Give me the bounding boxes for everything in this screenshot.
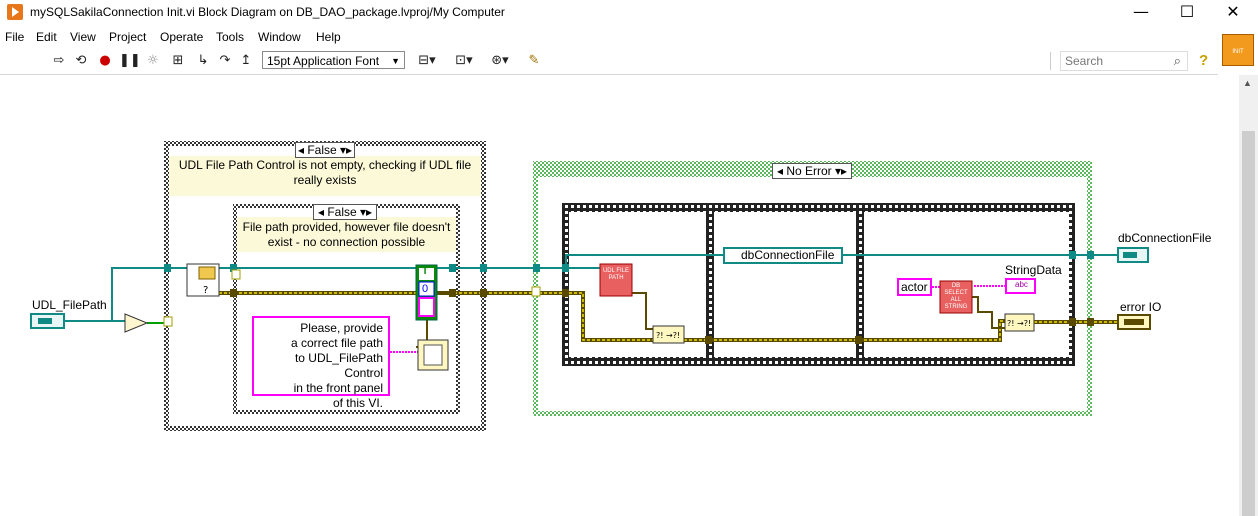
db-select-subvi[interactable] xyxy=(939,280,973,314)
select-function-2[interactable]: ?! →?! xyxy=(1004,313,1035,332)
vi-icon[interactable]: INIT xyxy=(1222,34,1254,66)
inner-case-comment: File path provided, however file doesn't… xyxy=(242,220,451,249)
string-indicator[interactable] xyxy=(1005,278,1036,294)
error-tunnels xyxy=(230,289,1094,344)
svg-text:?: ? xyxy=(203,285,208,296)
error-case-selector-value: No Error xyxy=(786,164,832,178)
abort-icon[interactable]: ● xyxy=(99,53,111,68)
outer-case-selector-value: False xyxy=(307,143,337,157)
menu-operate[interactable]: Operate xyxy=(160,30,204,44)
help-icon[interactable]: ? xyxy=(1199,52,1209,69)
error-message-line: of this VI. xyxy=(332,396,383,410)
udl-filepath-label: UDL_FilePath xyxy=(32,298,107,312)
vertical-scrollbar[interactable]: ▲ xyxy=(1239,75,1258,516)
db-connection-file-constant[interactable]: dbConnectionFile xyxy=(723,247,843,264)
udl-file-path-subvi[interactable] xyxy=(599,263,633,297)
close-button[interactable]: ✕ xyxy=(1226,2,1240,21)
db-connection-file-label: dbConnectionFile xyxy=(1118,231,1212,245)
maximize-button[interactable]: ☐ xyxy=(1179,2,1195,21)
string-indicator-value: abc xyxy=(1015,280,1028,289)
inner-case-selector-value: False xyxy=(327,205,357,219)
inner-case-selector[interactable]: ◂ False ▾▸ xyxy=(313,204,377,220)
step-into-icon[interactable]: ↳ xyxy=(197,53,209,68)
vi-icon-label: INIT xyxy=(1232,49,1244,55)
menu-bar: File Edit View Project Operate Tools Win… xyxy=(0,26,1218,48)
retain-wire-values-icon[interactable]: ⊞ xyxy=(172,53,184,68)
search-icon: ⌕ xyxy=(1173,53,1181,68)
error-io-label: error IO xyxy=(1120,300,1162,314)
udl-path-control[interactable] xyxy=(30,313,65,329)
actor-string-constant[interactable]: actor xyxy=(897,278,932,296)
db-select-subvi-label: DB SELECT ALL STRING xyxy=(944,283,968,310)
select-function-1[interactable]: ?! →?! xyxy=(652,325,685,344)
labview-vi-icon xyxy=(7,4,23,20)
distribute-objects-icon[interactable]: ⊡▾ xyxy=(455,53,473,68)
error-message-constant[interactable]: Please, provide a correct file path to U… xyxy=(252,316,390,410)
menu-file[interactable]: File xyxy=(5,30,25,44)
menu-project[interactable]: Project xyxy=(109,30,147,44)
menu-edit[interactable]: Edit xyxy=(36,30,57,44)
chevron-down-icon: ▼ xyxy=(391,56,400,66)
search-input[interactable]: Search ⌕ xyxy=(1060,51,1188,71)
step-out-icon[interactable]: ↥ xyxy=(240,53,252,68)
title-bar: mySQLSakilaConnection Init.vi Block Diag… xyxy=(0,0,1258,26)
udl-file-path-subvi-label: UDL FILE PATH xyxy=(602,268,630,281)
bool-constant-value: T xyxy=(422,266,429,277)
menu-window[interactable]: Window xyxy=(258,30,301,44)
file-exists-function[interactable]: ? xyxy=(186,263,220,297)
highlight-execution-icon[interactable]: ☼ xyxy=(147,53,159,68)
minimize-button[interactable]: — xyxy=(1133,2,1149,21)
scroll-thumb[interactable] xyxy=(1242,131,1255,516)
clean-up-diagram-icon[interactable]: ✎ xyxy=(528,53,540,68)
error-case-selector[interactable]: ◂ No Error ▾▸ xyxy=(772,163,852,179)
error-message-line: to UDL_FilePath Control xyxy=(294,351,383,380)
not-empty-path-function[interactable] xyxy=(124,313,149,333)
scroll-up-icon[interactable]: ▲ xyxy=(1243,78,1252,88)
db-connection-file-indicator[interactable] xyxy=(1117,247,1149,263)
step-over-icon[interactable]: ↷ xyxy=(219,53,231,68)
svg-text:?! →?!: ?! →?! xyxy=(656,331,680,340)
menu-help[interactable]: Help xyxy=(316,30,341,44)
outer-case-comment: UDL File Path Control is not empty, chec… xyxy=(178,158,472,187)
run-arrow-icon[interactable]: ⇨ xyxy=(53,53,65,68)
bool-constant[interactable] xyxy=(415,264,438,321)
outer-case-selector[interactable]: ◂ False ▾▸ xyxy=(295,142,355,158)
font-select-value: 15pt Application Font xyxy=(267,54,380,68)
selector-terminals xyxy=(163,269,541,327)
error-message-line: Please, provide xyxy=(300,321,383,335)
menu-view[interactable]: View xyxy=(70,30,96,44)
toolbar-separator xyxy=(1050,52,1051,70)
reorder-icon[interactable]: ⊛▾ xyxy=(491,53,509,68)
menu-tools[interactable]: Tools xyxy=(216,30,245,44)
error-io-indicator[interactable] xyxy=(1117,314,1151,330)
svg-text:?! →?!: ?! →?! xyxy=(1007,319,1031,328)
window-title: mySQLSakilaConnection Init.vi Block Diag… xyxy=(30,5,505,19)
error-message-line: in the front panel xyxy=(293,381,383,395)
error-message-line: a correct file path xyxy=(290,336,383,350)
error-cluster-function[interactable] xyxy=(417,339,449,371)
search-placeholder: Search xyxy=(1065,54,1104,68)
string-data-label: StringData xyxy=(1005,263,1062,277)
font-select[interactable]: 15pt Application Font ▼ xyxy=(262,51,405,69)
align-objects-icon[interactable]: ⊟▾ xyxy=(418,53,436,68)
toolbar: ⇨ ⟲ ● ❚❚ ☼ ⊞ ↳ ↷ ↥ 15pt Application Font… xyxy=(0,48,1218,75)
numeric-constant-value: 0 xyxy=(422,283,429,295)
run-continuously-icon[interactable]: ⟲ xyxy=(75,53,87,68)
string-wires[interactable] xyxy=(390,285,1006,353)
tunnels xyxy=(164,251,1094,272)
